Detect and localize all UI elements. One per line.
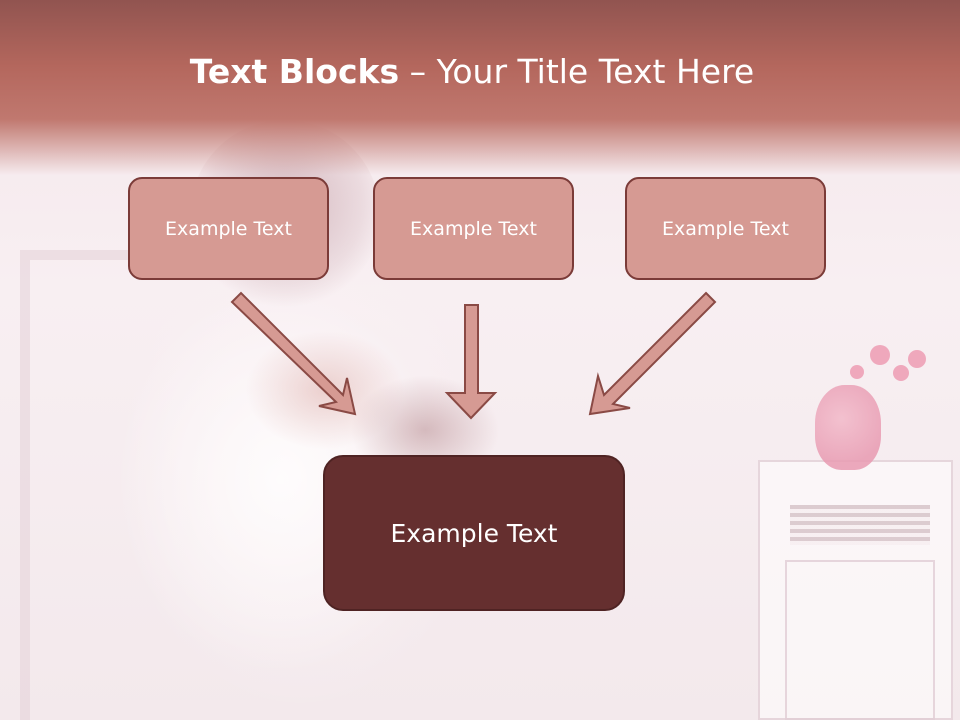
slide-title[interactable]: Text Blocks – Your Title Text Here xyxy=(0,52,944,91)
title-dash: – xyxy=(399,52,437,91)
background-flower xyxy=(850,365,864,379)
text-block-main-label: Example Text xyxy=(390,518,558,548)
title-bar xyxy=(0,0,960,175)
arrow-left xyxy=(230,291,357,416)
arrow-center xyxy=(444,304,498,420)
text-block-left[interactable]: Example Text xyxy=(128,177,329,280)
arrow-right xyxy=(588,291,717,416)
text-block-right[interactable]: Example Text xyxy=(625,177,826,280)
title-rest-text: Your Title Text Here xyxy=(436,52,755,91)
background-books xyxy=(790,505,930,545)
background-vase xyxy=(815,385,881,470)
background-flower xyxy=(908,350,926,368)
background-flower xyxy=(893,365,909,381)
text-block-right-label: Example Text xyxy=(662,217,789,240)
background-nightstand-drawer xyxy=(785,560,935,720)
background-nightstand xyxy=(758,460,953,720)
text-block-center-label: Example Text xyxy=(410,217,537,240)
background-flower xyxy=(870,345,890,365)
title-bold-text: Text Blocks xyxy=(189,52,400,91)
text-block-left-label: Example Text xyxy=(165,217,292,240)
text-block-main[interactable]: Example Text xyxy=(323,455,625,611)
text-block-center[interactable]: Example Text xyxy=(373,177,574,280)
